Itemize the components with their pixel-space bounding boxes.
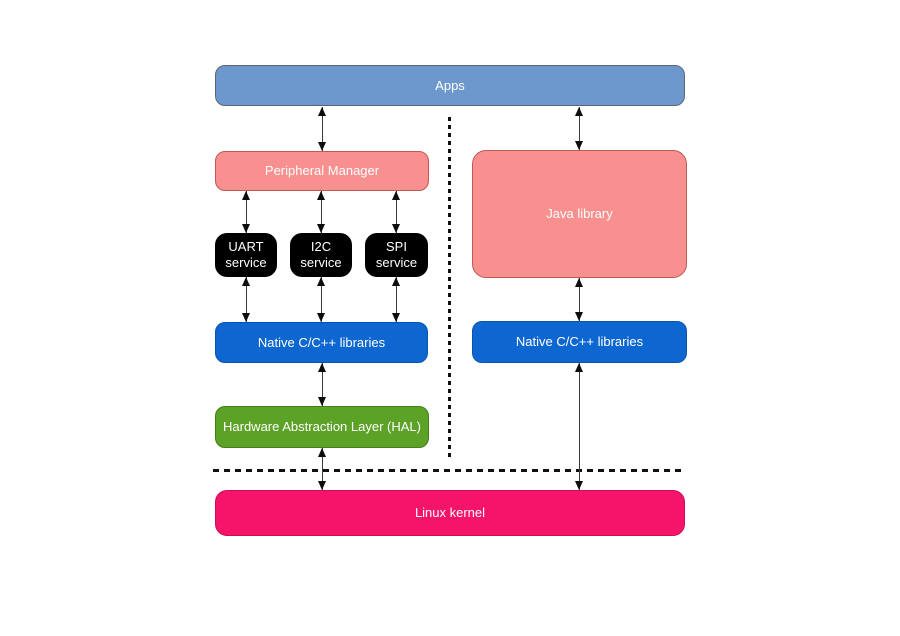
node-linux-kernel-label: Linux kernel [414, 505, 486, 521]
node-hal: Hardware Abstraction Layer (HAL) [215, 406, 429, 448]
arrow-apps-java-library [574, 107, 584, 150]
node-native-libs-left-label: Native C/C++ libraries [257, 334, 386, 350]
arrow-native-libs-linux-kernel [574, 363, 584, 490]
arrow-native-libs-hal [317, 363, 327, 406]
node-spi-service-label: SPI service [375, 239, 418, 270]
node-i2c-service: I2C service [290, 233, 352, 277]
vertical-dashed-divider [448, 117, 451, 457]
node-native-libs-right: Native C/C++ libraries [472, 321, 687, 363]
node-apps-label: Apps [435, 77, 465, 93]
node-hal-label: Hardware Abstraction Layer (HAL) [223, 419, 421, 435]
node-java-library: Java library [472, 150, 687, 278]
node-peripheral-manager: Peripheral Manager [215, 151, 429, 191]
node-uart-service: UART service [215, 233, 277, 277]
arrow-peripheral-manager-uart [241, 191, 251, 233]
arrow-uart-native-libs [241, 277, 251, 322]
node-linux-kernel: Linux kernel [215, 490, 685, 536]
arrow-peripheral-manager-i2c [316, 191, 326, 233]
arrow-apps-peripheral-manager [317, 107, 327, 151]
arrow-hal-linux-kernel [317, 448, 327, 490]
node-native-libs-left: Native C/C++ libraries [215, 322, 428, 363]
node-java-library-label: Java library [546, 206, 613, 222]
arrow-spi-native-libs [391, 277, 401, 322]
node-spi-service: SPI service [365, 233, 428, 277]
node-native-libs-right-label: Native C/C++ libraries [515, 334, 644, 350]
arrow-peripheral-manager-spi [391, 191, 401, 233]
horizontal-dashed-divider [213, 469, 683, 472]
arrow-i2c-native-libs [316, 277, 326, 322]
node-uart-service-label: UART service [225, 239, 267, 270]
node-apps: Apps [215, 65, 685, 106]
node-peripheral-manager-label: Peripheral Manager [264, 163, 380, 179]
node-i2c-service-label: I2C service [300, 239, 342, 270]
arrow-java-library-native-libs [574, 278, 584, 321]
